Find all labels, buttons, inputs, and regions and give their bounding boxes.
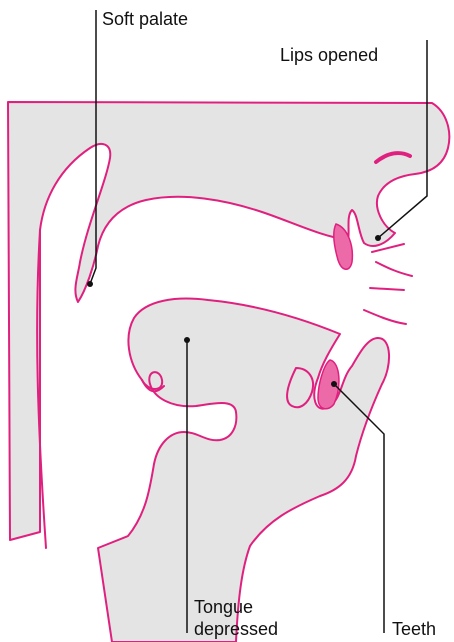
airflow-line [370,288,404,290]
leader-dot-soft-palate [87,281,93,287]
label-soft-palate: Soft palate [102,8,188,30]
tongue [98,299,389,642]
airflow-line [364,310,406,324]
label-teeth: Teeth [392,618,436,640]
label-tongue-depressed: Tongue depressed [194,596,278,640]
leader-dot-tongue [184,337,190,343]
airflow-line [376,262,412,276]
leader-dot-lips-opened [375,235,381,241]
airflow-lines [364,244,412,324]
label-lips-opened: Lips opened [280,44,378,66]
leader-dot-teeth [331,381,337,387]
